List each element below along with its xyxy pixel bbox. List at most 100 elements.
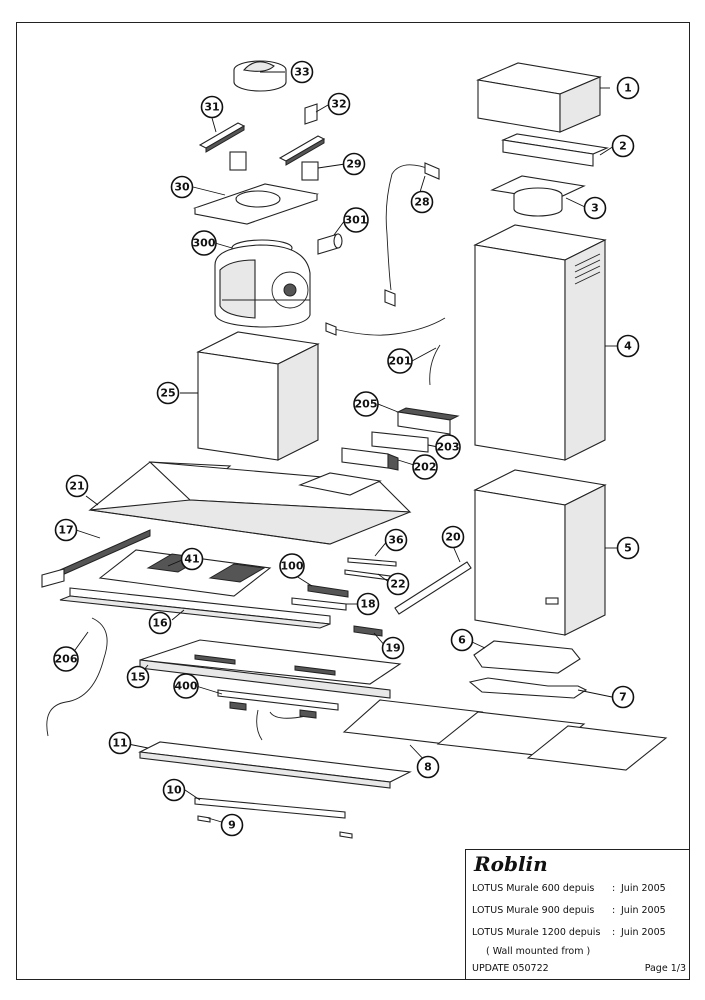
model-date: Juin 2005 xyxy=(621,927,666,938)
svg-text:29: 29 xyxy=(346,158,361,171)
callout-18: 18 xyxy=(356,592,380,616)
drawing-frame xyxy=(16,22,690,980)
svg-text:1: 1 xyxy=(624,82,632,95)
callout-33: 33 xyxy=(290,60,314,84)
callout-3: 3 xyxy=(583,196,607,220)
svg-text:21: 21 xyxy=(69,480,84,493)
callout-31: 31 xyxy=(200,95,224,119)
svg-text:8: 8 xyxy=(424,761,432,774)
part-201-drawing xyxy=(325,317,446,386)
svg-text:20: 20 xyxy=(445,531,461,544)
svg-text:6: 6 xyxy=(458,634,466,647)
callout-21: 21 xyxy=(65,474,89,498)
part-203-drawing xyxy=(371,431,429,453)
part-28-drawing xyxy=(384,162,440,307)
svg-text:201: 201 xyxy=(389,355,412,368)
model-colon: : xyxy=(612,905,616,916)
part-11-drawing xyxy=(138,741,412,789)
svg-text:100: 100 xyxy=(281,560,304,573)
part-8-drawing xyxy=(342,699,668,771)
part-19-drawing xyxy=(353,625,383,637)
svg-text:202: 202 xyxy=(414,461,437,474)
svg-text:31: 31 xyxy=(204,101,219,114)
model-name: LOTUS Murale 600 depuis xyxy=(472,883,595,894)
svg-text:16: 16 xyxy=(152,617,168,630)
model-colon: : xyxy=(612,927,616,938)
callout-4: 4 xyxy=(616,334,640,358)
model-name: LOTUS Murale 900 depuis xyxy=(472,905,595,916)
part-4-drawing xyxy=(473,224,607,461)
svg-text:3: 3 xyxy=(591,202,599,215)
svg-text:22: 22 xyxy=(390,578,405,591)
part-9-drawing xyxy=(197,815,353,839)
callout-9: 9 xyxy=(220,813,244,837)
svg-text:19: 19 xyxy=(385,642,400,655)
part-10-drawing xyxy=(194,797,346,819)
callout-15: 15 xyxy=(126,665,150,689)
svg-text:400: 400 xyxy=(175,680,198,693)
svg-text:206: 206 xyxy=(55,653,78,666)
part-30-drawing xyxy=(193,183,320,225)
callout-2: 2 xyxy=(611,134,635,158)
callout-22: 22 xyxy=(386,572,410,596)
model-colon: : xyxy=(612,883,616,894)
callout-29: 29 xyxy=(342,152,366,176)
callout-1: 1 xyxy=(616,76,640,100)
part-5-drawing xyxy=(473,469,607,636)
model-row: LOTUS Murale 900 depuis : Juin 2005 xyxy=(472,905,686,919)
svg-text:7: 7 xyxy=(619,691,627,704)
part-3-drawing xyxy=(490,175,586,217)
callout-11: 11 xyxy=(108,731,132,755)
part-6-drawing xyxy=(473,640,581,674)
svg-text:203: 203 xyxy=(437,441,460,454)
callout-100: 100 xyxy=(279,553,305,579)
svg-text:15: 15 xyxy=(130,671,145,684)
callout-206: 206 xyxy=(53,646,79,672)
part-300-drawing xyxy=(214,239,311,328)
callout-300: 300 xyxy=(191,230,217,256)
svg-text:301: 301 xyxy=(345,214,368,227)
part-22-drawing xyxy=(344,569,391,581)
model-date: Juin 2005 xyxy=(621,905,666,916)
callout-205: 205 xyxy=(353,391,379,417)
callout-30: 30 xyxy=(170,175,194,199)
svg-text:41: 41 xyxy=(184,553,199,566)
callout-16: 16 xyxy=(148,611,172,635)
model-row: LOTUS Murale 1200 depuis : Juin 2005 xyxy=(472,927,686,941)
part-29-drawing xyxy=(229,151,319,181)
model-name: LOTUS Murale 1200 depuis xyxy=(472,927,601,938)
svg-text:32: 32 xyxy=(331,98,346,111)
model-row: LOTUS Murale 600 depuis : Juin 2005 xyxy=(472,883,686,897)
part-202-drawing xyxy=(341,447,399,471)
callout-36: 36 xyxy=(384,528,408,552)
callout-41: 41 xyxy=(180,547,204,571)
callout-17: 17 xyxy=(54,518,78,542)
part-7-drawing xyxy=(468,677,588,699)
part-20-drawing xyxy=(394,561,472,615)
wall-mounted-note: ( Wall mounted from ) xyxy=(486,946,591,957)
part-400-drawing xyxy=(217,689,339,741)
callout-400: 400 xyxy=(173,673,199,699)
svg-text:25: 25 xyxy=(160,387,175,400)
part-32-drawing xyxy=(278,103,326,166)
svg-text:5: 5 xyxy=(624,542,632,555)
svg-text:205: 205 xyxy=(355,398,378,411)
svg-text:17: 17 xyxy=(58,524,73,537)
svg-text:30: 30 xyxy=(174,181,190,194)
part-18-drawing xyxy=(291,597,347,611)
svg-text:10: 10 xyxy=(166,784,182,797)
part-36-drawing xyxy=(347,557,397,567)
brand-logo: Roblin xyxy=(474,852,548,876)
part-21-drawing xyxy=(88,461,412,545)
svg-text:36: 36 xyxy=(388,534,404,547)
part-1-drawing xyxy=(476,62,602,133)
callout-5: 5 xyxy=(616,536,640,560)
callout-28: 28 xyxy=(410,190,434,214)
part-205-drawing xyxy=(396,407,460,435)
callout-32: 32 xyxy=(327,92,351,116)
svg-text:28: 28 xyxy=(414,196,429,209)
callout-203: 203 xyxy=(435,434,461,460)
svg-text:11: 11 xyxy=(112,737,127,750)
svg-text:4: 4 xyxy=(624,340,632,353)
svg-text:9: 9 xyxy=(228,819,236,832)
